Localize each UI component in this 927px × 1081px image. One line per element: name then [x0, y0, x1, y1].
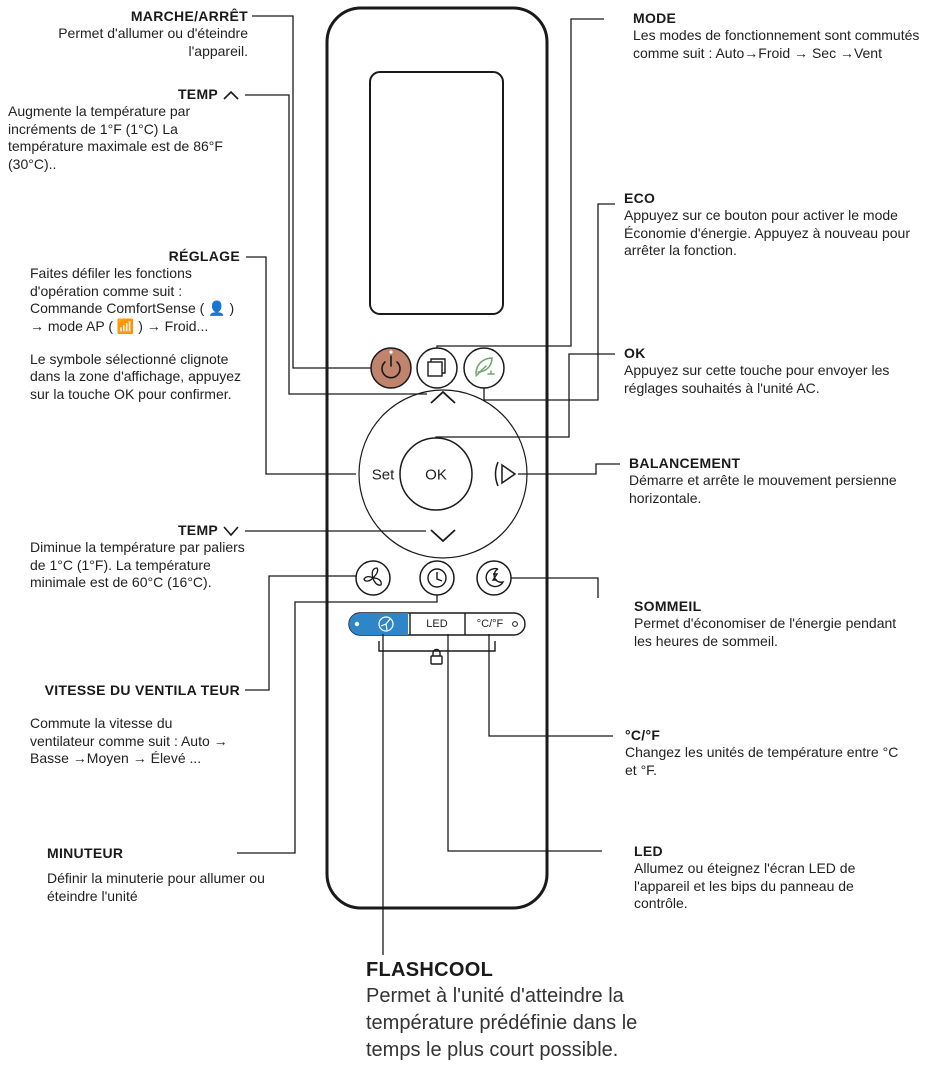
ok-desc: Appuyez sur cette touche pour envoyer le…: [624, 362, 890, 396]
eco-title: ECO: [624, 190, 656, 206]
annotation-vitesse: VITESSE DU VENTILA TEUR Commute la vites…: [30, 682, 240, 768]
marche-title: MARCHE/ARRÊT: [130, 8, 248, 24]
power-button[interactable]: [370, 347, 412, 389]
annotation-ok: OK Appuyez sur cette touche pour envoyer…: [624, 345, 894, 397]
set-label[interactable]: Set: [371, 466, 395, 484]
annotation-eco: ECO Appuyez sur ce bouton pour activer l…: [624, 190, 924, 260]
balancement-title: BALANCEMENT: [629, 455, 741, 471]
minuteur-desc: Définir la minuterie pour allumer ou éte…: [47, 870, 265, 904]
sommeil-desc: Permet d'économiser de l'énergie pendant…: [634, 615, 897, 649]
unites-title: °C/°F: [625, 727, 661, 743]
annotation-marche: MARCHE/ARRÊT Permet d'allumer ou d'étein…: [40, 8, 248, 60]
annotation-balancement: BALANCEMENT Démarre et arrête le mouveme…: [629, 455, 899, 507]
reglage-title: RÉGLAGE: [168, 248, 240, 264]
timer-icon: [427, 568, 447, 588]
led-desc: Allumez ou éteignez l'écran LED de l'app…: [634, 860, 856, 912]
temp-up-title-row: TEMP: [8, 86, 248, 103]
mode-title: MODE: [633, 10, 677, 26]
annotation-unites: °C/°F Changez les unités de température …: [625, 727, 905, 779]
annotation-mode: MODE Les modes de fonctionnement sont co…: [633, 10, 923, 62]
annotation-led: LED Allumez ou éteignez l'écran LED de l…: [634, 843, 864, 913]
flashcool-title: FLASHCOOL: [366, 959, 494, 981]
eco-icon: [475, 357, 495, 377]
timer-button[interactable]: [419, 560, 455, 596]
vitesse-title: VITESSE DU VENTILA TEUR: [44, 682, 240, 698]
mode-icon: [427, 358, 446, 377]
temp-down-title: TEMP: [177, 522, 218, 538]
unites-desc: Changez les unités de température entre …: [625, 744, 899, 778]
display-screen: [369, 71, 504, 315]
reglage-desc-2: Le symbole sélectionné clignote dans la …: [30, 351, 242, 402]
reglage-desc-1: Faites défiler les fonctions d'opération…: [30, 265, 235, 334]
swing-icon[interactable]: [494, 461, 517, 487]
fan-icon: [363, 567, 382, 586]
chevron-up-icon-label: [223, 91, 239, 100]
eco-button[interactable]: [463, 347, 505, 389]
sommeil-title: SOMMEIL: [634, 598, 702, 614]
lock-icon: [430, 648, 443, 665]
eco-desc: Appuyez sur ce bouton pour activer le mo…: [624, 207, 910, 259]
annotation-minuteur: MINUTEUR Définir la minuterie pour allum…: [47, 845, 297, 905]
annotation-reglage: RÉGLAGE Faites défiler les fonctions d'o…: [30, 248, 248, 403]
annotation-flashcool: FLASHCOOL Permet à l'unité d'atteindre l…: [366, 957, 666, 1064]
mode-desc: Les modes de fonctionnement sont commuté…: [633, 27, 920, 61]
temp-up-desc: Augmente la température par incréments d…: [8, 103, 223, 172]
temp-up-title: TEMP: [177, 86, 218, 102]
fan-button[interactable]: [355, 560, 391, 596]
led-title: LED: [634, 843, 663, 859]
minuteur-title: MINUTEUR: [47, 845, 124, 861]
pill-buttons: [348, 612, 526, 665]
sleep-icon: [485, 567, 505, 588]
vitesse-desc: Commute la vitesse du ventilateur comme …: [30, 715, 228, 767]
mode-button[interactable]: [416, 347, 458, 389]
power-icon: [381, 355, 401, 379]
annotation-temp-up: TEMP Augmente la température par incréme…: [8, 86, 248, 173]
flashcool-icon: [378, 616, 394, 632]
temp-down-title-row: TEMP: [30, 522, 250, 539]
ok-title: OK: [624, 345, 646, 361]
flashcool-desc: Permet à l'unité d'atteindre la températ…: [366, 985, 638, 1061]
chevron-down-icon-label: [223, 526, 239, 537]
chevron-up-icon[interactable]: [430, 390, 456, 404]
marche-desc: Permet d'allumer ou d'éteindre l'apparei…: [58, 25, 248, 59]
chevron-down-icon[interactable]: [430, 529, 456, 543]
balancement-desc: Démarre et arrête le mouvement persienne…: [629, 472, 897, 506]
ok-label[interactable]: OK: [425, 466, 447, 484]
sleep-button[interactable]: [476, 560, 512, 596]
temp-down-desc: Diminue la température par paliers de 1°…: [30, 539, 245, 591]
unit-button[interactable]: °C/°F: [476, 618, 504, 630]
annotation-temp-down: TEMP Diminue la température par paliers …: [30, 522, 250, 592]
led-button[interactable]: LED: [426, 618, 448, 630]
annotation-sommeil: SOMMEIL Permet d'économiser de l'énergie…: [634, 598, 904, 650]
